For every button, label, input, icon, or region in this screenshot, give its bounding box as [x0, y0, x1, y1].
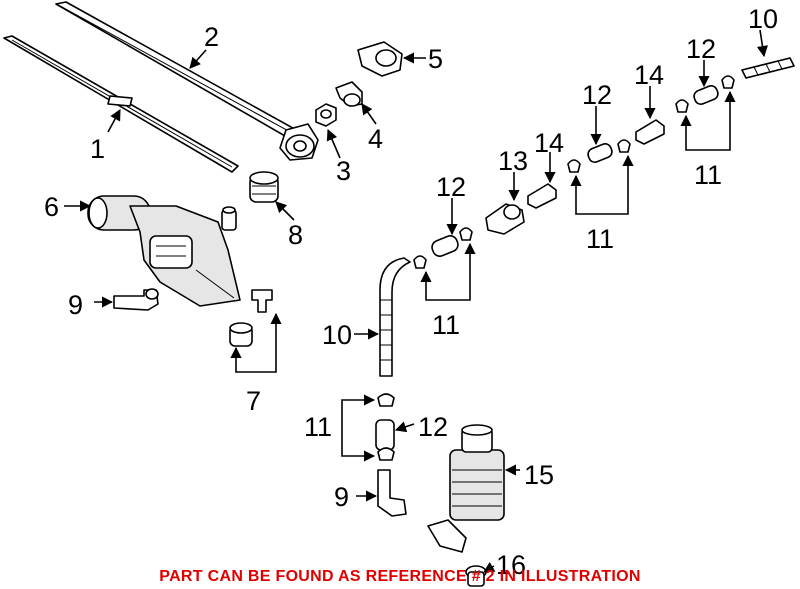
cover-part — [357, 41, 403, 77]
callout-11-a: 11 — [432, 310, 460, 340]
cap-part — [335, 81, 363, 107]
callout-16: 16 — [496, 550, 526, 580]
clamp-parts — [377, 75, 735, 461]
callout-12-c: 12 — [686, 34, 716, 64]
callout-6: 6 — [44, 192, 59, 222]
callout-12-b: 12 — [582, 80, 612, 110]
hose-part-upper — [741, 57, 795, 79]
callout-13: 13 — [498, 146, 528, 176]
callout-5: 5 — [428, 44, 443, 74]
callout-labels: 1 2 3 4 5 6 7 8 9 9 10 10 11 11 11 11 12… — [44, 4, 778, 580]
callout-10-upper: 10 — [748, 4, 778, 34]
elbow-connector-part-lower — [377, 469, 407, 517]
leader-lines — [64, 29, 769, 573]
callout-4: 4 — [368, 124, 383, 154]
wiper-motor-part — [87, 195, 241, 307]
grommet-part — [249, 171, 279, 203]
callout-1: 1 — [90, 134, 105, 164]
callout-12-a: 12 — [436, 172, 466, 202]
callout-10-lower: 10 — [322, 320, 352, 350]
connector-tube-parts — [375, 85, 719, 451]
callout-11-b: 11 — [586, 224, 614, 254]
check-valve-part — [485, 203, 525, 235]
nut-part — [315, 103, 337, 127]
callout-3: 3 — [336, 156, 351, 186]
washer-pump-part — [427, 424, 505, 553]
callout-11-c: 11 — [694, 160, 722, 190]
bushing-parts — [229, 289, 273, 347]
callout-8: 8 — [288, 220, 303, 250]
elbow-connector-part — [113, 288, 159, 311]
callout-7: 7 — [246, 386, 261, 416]
wiper-arm-part — [55, 1, 319, 161]
callout-11-d: 11 — [304, 412, 332, 442]
callout-9-lower: 9 — [334, 482, 349, 512]
callout-12-d: 12 — [418, 412, 448, 442]
callout-2: 2 — [204, 22, 219, 52]
pump-grommet-part — [465, 565, 487, 587]
hose-part-lower — [379, 257, 411, 377]
callout-14-b: 14 — [634, 60, 664, 90]
callout-9-upper: 9 — [68, 290, 83, 320]
wiper-blade-part — [3, 35, 239, 173]
callout-15: 15 — [524, 460, 554, 490]
fitting-parts — [527, 119, 665, 209]
callout-14-a: 14 — [534, 128, 564, 158]
reference-notice: PART CAN BE FOUND AS REFERENCE # 2 IN IL… — [159, 568, 640, 585]
